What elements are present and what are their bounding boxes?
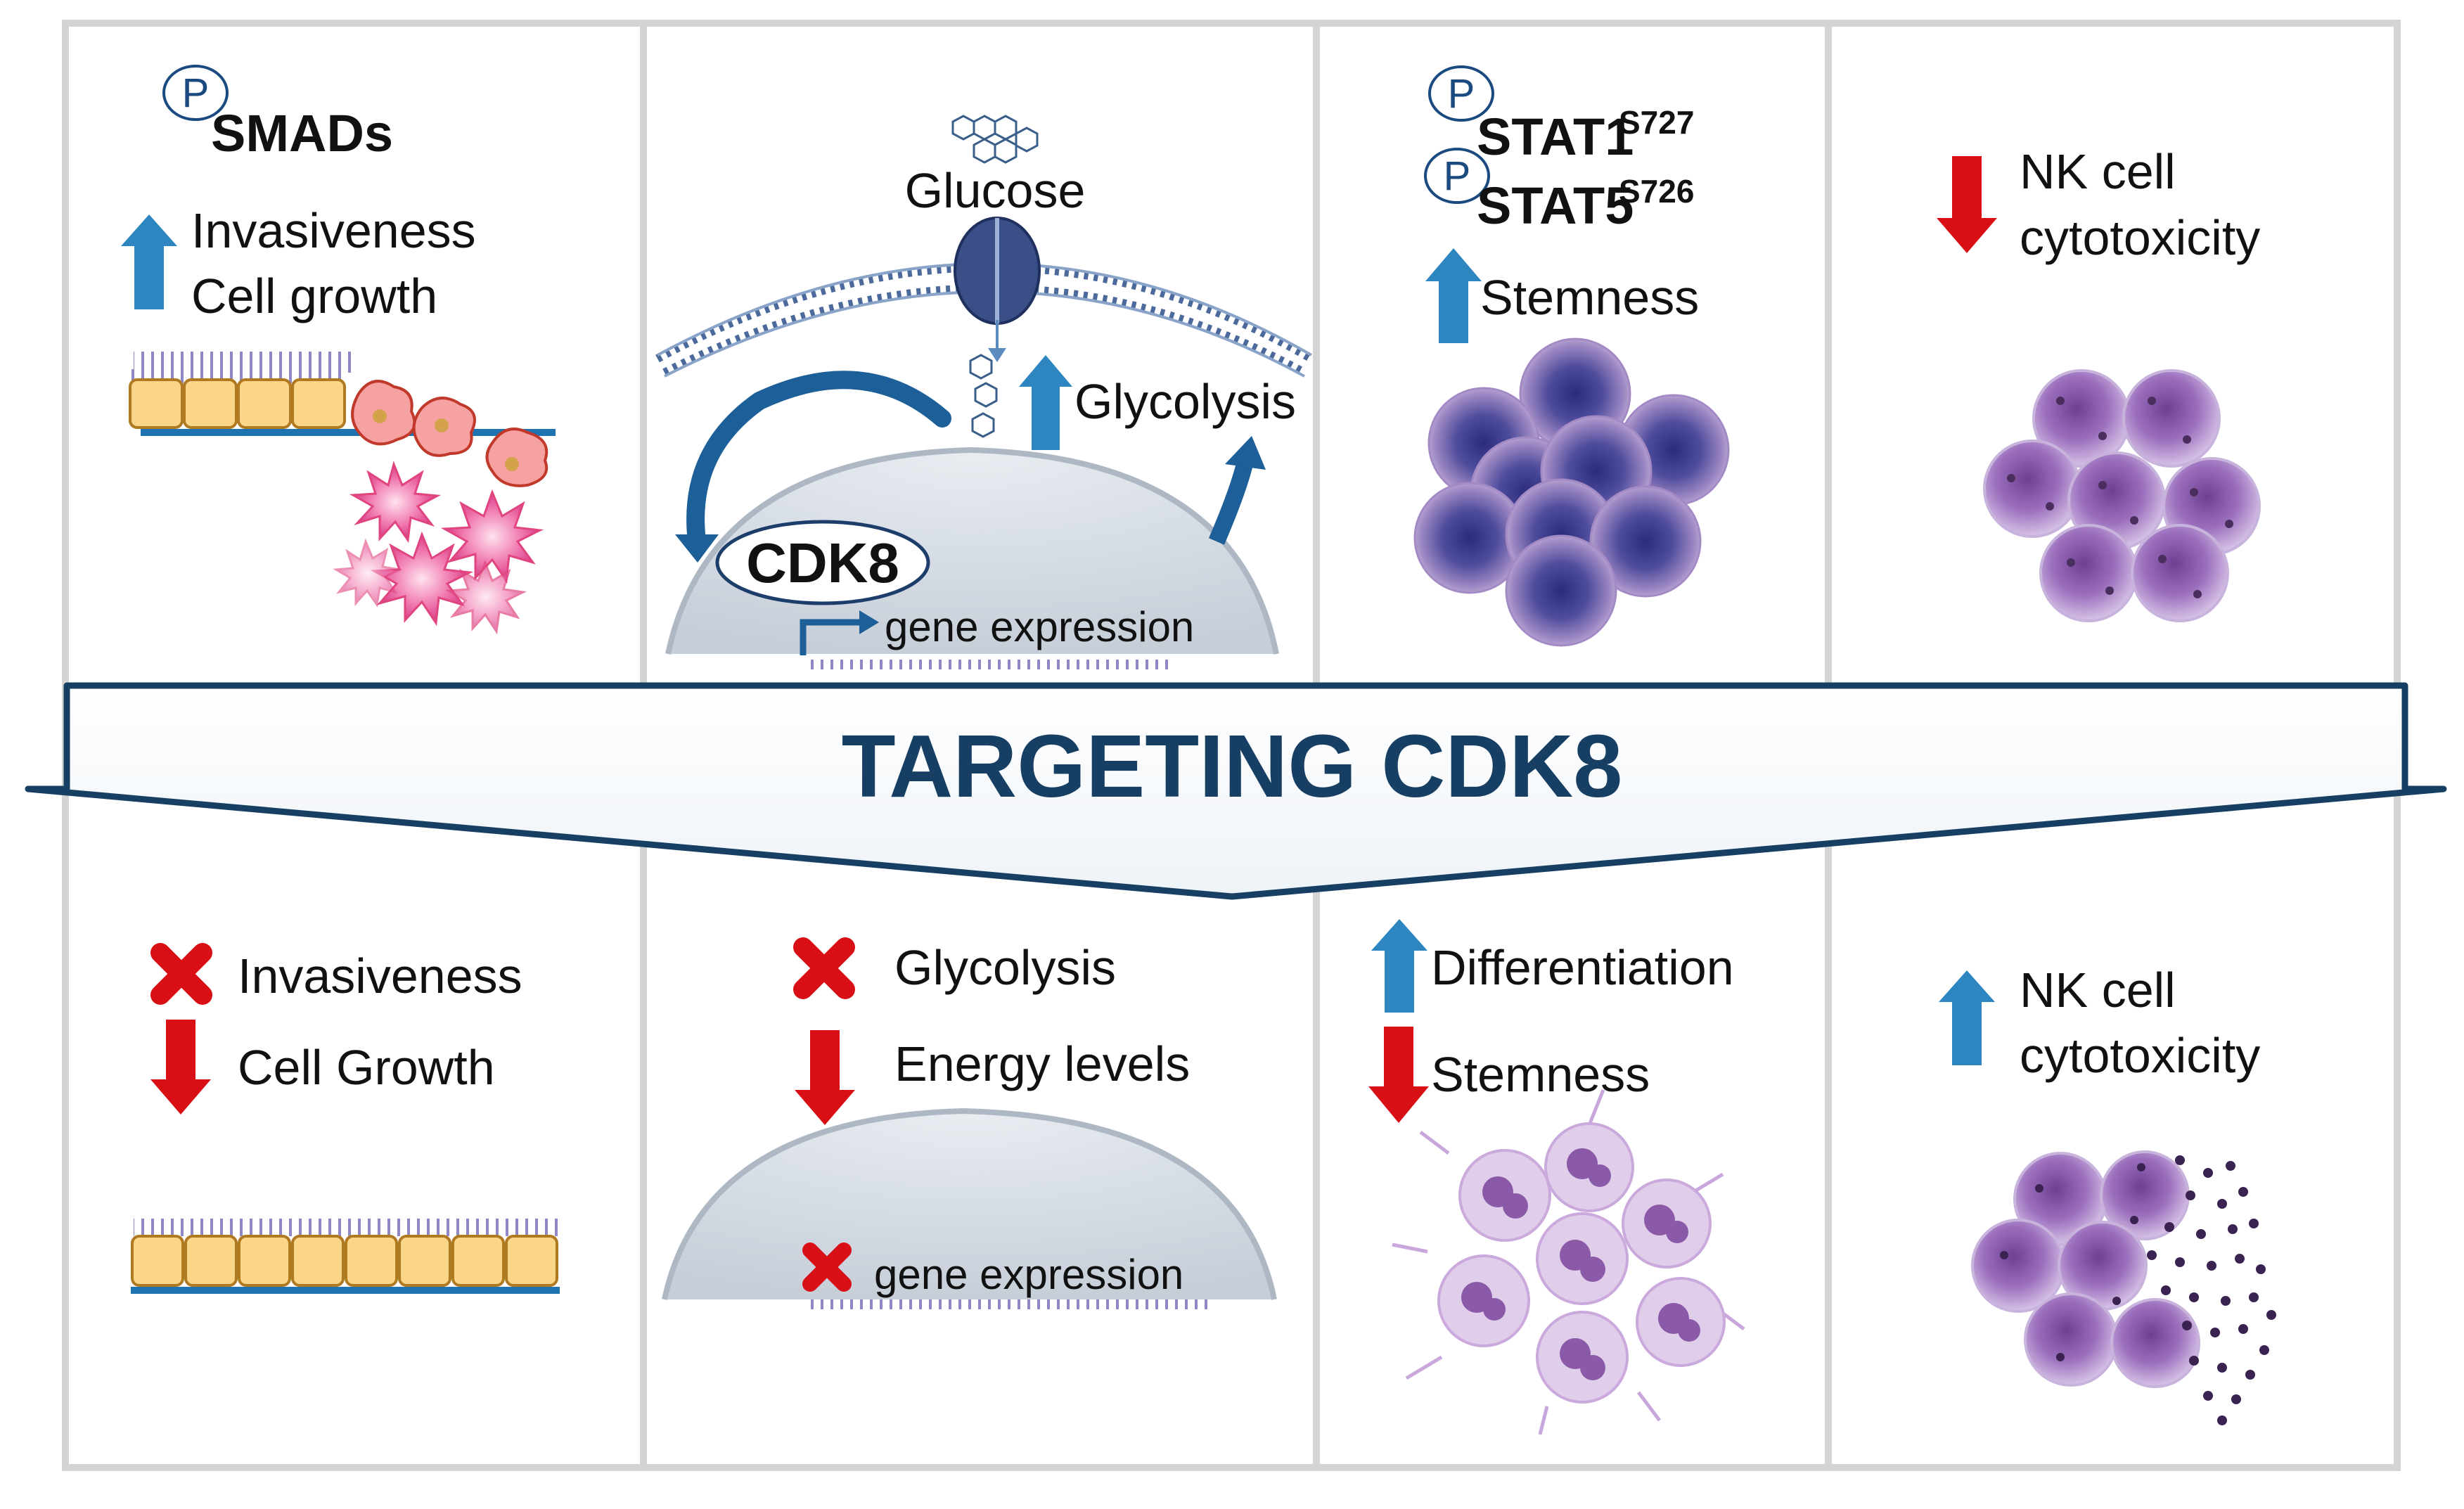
curved-arrow-icon — [1208, 436, 1266, 545]
nk-granules-icon — [2007, 397, 2233, 598]
gene-expression-label: gene expression — [885, 603, 1194, 650]
down-arrow-icon — [150, 1020, 211, 1115]
cdk8-label: CDK8 — [746, 532, 899, 594]
up-arrow-icon — [121, 214, 177, 309]
nk-cell-cluster-icon — [1971, 1150, 2200, 1388]
cytotoxicity-label: cytotoxicity — [2020, 1028, 2260, 1083]
dna-strand-icon — [809, 1299, 1213, 1309]
down-arrow-icon — [795, 1030, 855, 1125]
phospho-label: P — [1444, 153, 1471, 199]
top-panel-glycolysis: Glucose Glycolysis — [655, 115, 1314, 669]
x-mark-icon — [150, 943, 212, 1005]
phospho-badge: P — [162, 65, 229, 121]
nk-cell-label: NK cell — [2020, 963, 2176, 1017]
smads-label: SMADs — [211, 104, 393, 162]
x-mark-icon — [802, 1242, 852, 1292]
stat1-site-label: S727 — [1619, 104, 1694, 141]
promoter-arrow-icon — [800, 610, 879, 655]
apoptotic-debris-icon — [2000, 1155, 2276, 1425]
cell-growth-label: Cell growth — [191, 269, 437, 323]
stemness-label: Stemness — [1431, 1047, 1650, 1102]
epithelium-intact-icon — [131, 1219, 560, 1294]
cell-growth-label: Cell Growth — [238, 1040, 495, 1095]
x-mark-icon — [793, 937, 855, 999]
phospho-badge: P — [1428, 65, 1494, 122]
energy-levels-label: Energy levels — [894, 1036, 1190, 1091]
differentiation-label: Differentiation — [1431, 940, 1734, 995]
phospho-label: P — [182, 70, 210, 116]
top-panel-smads: P SMADs Invasiveness Cell growth — [121, 65, 556, 635]
targeting-banner: TARGETING CDK8 — [25, 682, 2447, 900]
stat1-label: STAT1 — [1477, 108, 1634, 166]
glucose-transporter-icon — [954, 217, 1041, 362]
stem-cell-cluster-icon — [1413, 338, 1730, 647]
glycolysis-label: Glycolysis — [1074, 374, 1296, 429]
phospho-badge: P — [1424, 148, 1490, 204]
glucose-molecule-icon — [969, 354, 998, 438]
top-panel-stat: P STAT1 S727 P STAT5 S726 Stemness — [1413, 65, 1730, 647]
bottom-panel-nk: NK cell cytotoxicity — [1939, 963, 2276, 1425]
feedback-arrow-head-icon — [675, 534, 719, 563]
glucose-label: Glucose — [905, 163, 1086, 218]
top-panel-nk: NK cell cytotoxicity — [1937, 144, 2261, 622]
differentiated-cell-cluster-icon — [1392, 1089, 1745, 1435]
invasiveness-label: Invasiveness — [191, 203, 476, 258]
down-arrow-icon — [1368, 1027, 1429, 1123]
up-arrow-icon — [1939, 970, 1995, 1065]
nk-cell-label: NK cell — [2020, 144, 2176, 199]
up-arrow-icon — [1019, 355, 1072, 450]
cdk8-oval: CDK8 — [715, 520, 930, 605]
invasiveness-label: Invasiveness — [238, 949, 522, 1003]
stat5-label: STAT5 — [1477, 176, 1634, 235]
feedback-arrow-icon — [686, 371, 951, 544]
up-arrow-icon — [1425, 248, 1482, 343]
banner-title: TARGETING CDK8 — [842, 717, 1623, 816]
bottom-panel-glycolysis: Glycolysis Energy levels gene expression — [662, 937, 1277, 1309]
bottom-panel-invasion: Invasiveness Cell Growth — [131, 943, 560, 1294]
epithelium-invasion-icon — [127, 352, 556, 635]
down-arrow-icon — [1937, 156, 1997, 253]
dna-strand-icon — [807, 660, 1169, 669]
cytotoxicity-label: cytotoxicity — [2020, 210, 2260, 265]
stemness-label: Stemness — [1480, 270, 1699, 325]
phospho-label: P — [1448, 71, 1475, 117]
glucose-molecule-icon — [951, 115, 1039, 164]
bottom-panel-differentiation: Differentiation Stemness — [1368, 919, 1745, 1435]
stat5-site-label: S726 — [1619, 173, 1694, 210]
nk-cell-cluster-icon — [1983, 369, 2261, 622]
glycolysis-label: Glycolysis — [894, 940, 1116, 995]
gene-expression-label: gene expression — [874, 1251, 1183, 1298]
up-arrow-icon — [1371, 919, 1427, 1013]
